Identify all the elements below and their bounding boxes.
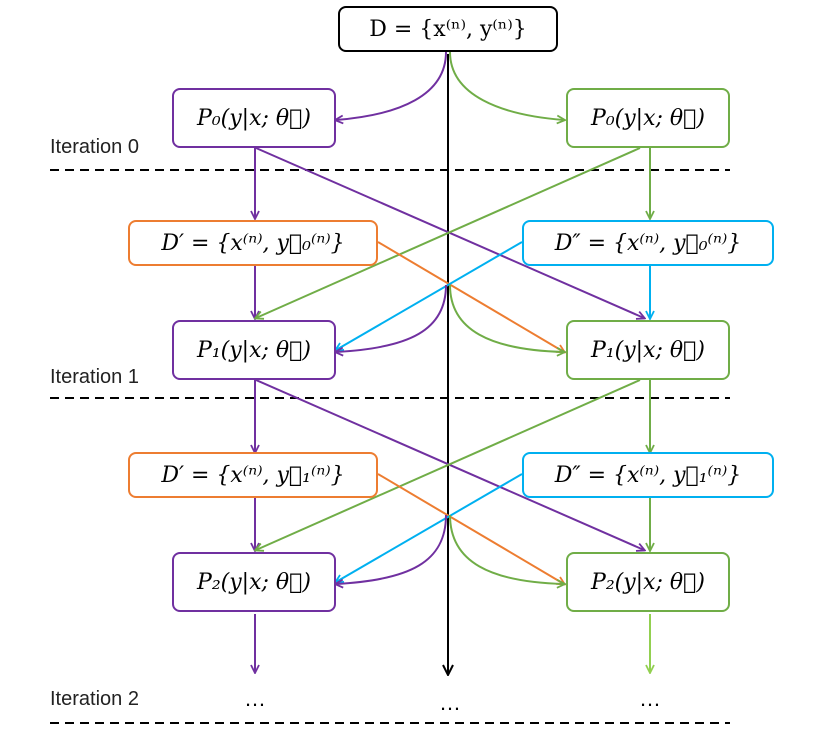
forward-model-p2-label: P₂(y|x; θ⃗) bbox=[197, 569, 311, 595]
dataset-label: D = {x⁽ⁿ⁾, y⁽ⁿ⁾} bbox=[369, 16, 527, 42]
arrow-d-to-p1-backward bbox=[449, 284, 564, 352]
backward-model-p2-label: P₂(y|x; θ⃖) bbox=[591, 569, 705, 595]
arrow-ddprime1-to-p2f bbox=[336, 473, 523, 582]
arrow-d-to-p0-backward bbox=[449, 51, 564, 120]
synthetic-backward-0-label: D″ = {x⁽ⁿ⁾, y⃖₀⁽ⁿ⁾} bbox=[554, 230, 742, 256]
forward-model-p2: P₂(y|x; θ⃗) bbox=[172, 552, 336, 612]
synthetic-forward-1: D′ = {x⁽ⁿ⁾, y⃗₁⁽ⁿ⁾} bbox=[128, 452, 378, 498]
ellipsis-center: … bbox=[439, 690, 461, 715]
iteration-0-label: Iteration 0 bbox=[50, 136, 139, 158]
backward-model-p1: P₁(y|x; θ⃖) bbox=[566, 320, 730, 380]
backward-model-p1-label: P₁(y|x; θ⃖) bbox=[591, 337, 705, 363]
arrow-ddprime0-to-p1f bbox=[336, 241, 523, 350]
backward-model-p0-label: P₀(y|x; θ⃖) bbox=[591, 105, 705, 131]
ellipsis-forward: … bbox=[244, 686, 266, 711]
forward-model-p0: P₀(y|x; θ⃗) bbox=[172, 88, 336, 148]
backward-model-p2: P₂(y|x; θ⃖) bbox=[566, 552, 730, 612]
arrow-d-to-p2-backward bbox=[449, 514, 564, 584]
synthetic-backward-0: D″ = {x⁽ⁿ⁾, y⃖₀⁽ⁿ⁾} bbox=[522, 220, 774, 266]
forward-model-p1: P₁(y|x; θ⃗) bbox=[172, 320, 336, 380]
synthetic-forward-0-label: D′ = {x⁽ⁿ⁾, y⃗₀⁽ⁿ⁾} bbox=[161, 230, 345, 256]
dataset-box: D = {x⁽ⁿ⁾, y⁽ⁿ⁾} bbox=[338, 6, 558, 52]
synthetic-forward-1-label: D′ = {x⁽ⁿ⁾, y⃗₁⁽ⁿ⁾} bbox=[161, 462, 345, 488]
arrow-d-to-p2-forward bbox=[336, 514, 447, 584]
arrow-dprime1-to-p2b bbox=[377, 473, 564, 584]
arrow-d-to-p1-forward bbox=[336, 284, 447, 352]
arrow-dprime0-to-p1b bbox=[377, 241, 564, 352]
forward-model-p1-label: P₁(y|x; θ⃗) bbox=[197, 337, 311, 363]
forward-model-p0-label: P₀(y|x; θ⃗) bbox=[197, 105, 311, 131]
synthetic-backward-1: D″ = {x⁽ⁿ⁾, y⃖₁⁽ⁿ⁾} bbox=[522, 452, 774, 498]
synthetic-backward-1-label: D″ = {x⁽ⁿ⁾, y⃖₁⁽ⁿ⁾} bbox=[554, 462, 742, 488]
arrow-d-to-p0-forward bbox=[336, 51, 447, 120]
iteration-2-label: Iteration 2 bbox=[50, 688, 139, 710]
arrow-p0b-to-p1f bbox=[256, 147, 641, 318]
backward-model-p0: P₀(y|x; θ⃖) bbox=[566, 88, 730, 148]
synthetic-forward-0: D′ = {x⁽ⁿ⁾, y⃗₀⁽ⁿ⁾} bbox=[128, 220, 378, 266]
arrow-p1b-to-p2f bbox=[256, 379, 641, 550]
ellipsis-backward: … bbox=[639, 686, 661, 711]
iteration-1-label: Iteration 1 bbox=[50, 366, 139, 388]
